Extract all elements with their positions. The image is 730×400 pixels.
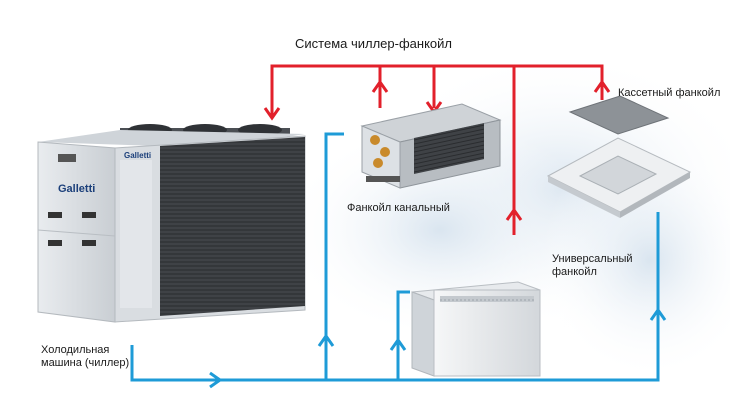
flow-arrow (317, 333, 335, 347)
cassette-fancoil-unit (546, 95, 692, 218)
label-cassette-fancoil: Кассетный фанкойл (618, 87, 720, 99)
flow-arrow (371, 79, 389, 93)
label-chiller: Холодильная машина (чиллер) (41, 344, 130, 369)
return-pipes (130, 132, 660, 382)
label-universal-fancoil: Универсальный фанкойл (552, 253, 633, 278)
diagram-title: Система чиллер-фанкойл (295, 36, 452, 51)
flow-arrow (593, 79, 611, 93)
brand-logo: Galletti (58, 183, 95, 195)
chiller-unit (37, 124, 306, 323)
flow-arrow (389, 337, 407, 351)
flow-arrow (505, 207, 523, 221)
universal-fancoil-unit (411, 281, 541, 377)
flow-arrow (263, 107, 281, 121)
label-duct-fancoil: Фанкойл канальный (347, 202, 450, 214)
supply-flow-arrows (263, 79, 611, 221)
flow-arrow (209, 371, 223, 389)
duct-fancoil-unit (360, 103, 502, 189)
return-flow-arrows (209, 307, 667, 389)
brand-logo-small: Galletti (124, 151, 151, 160)
flow-arrow (649, 307, 667, 321)
